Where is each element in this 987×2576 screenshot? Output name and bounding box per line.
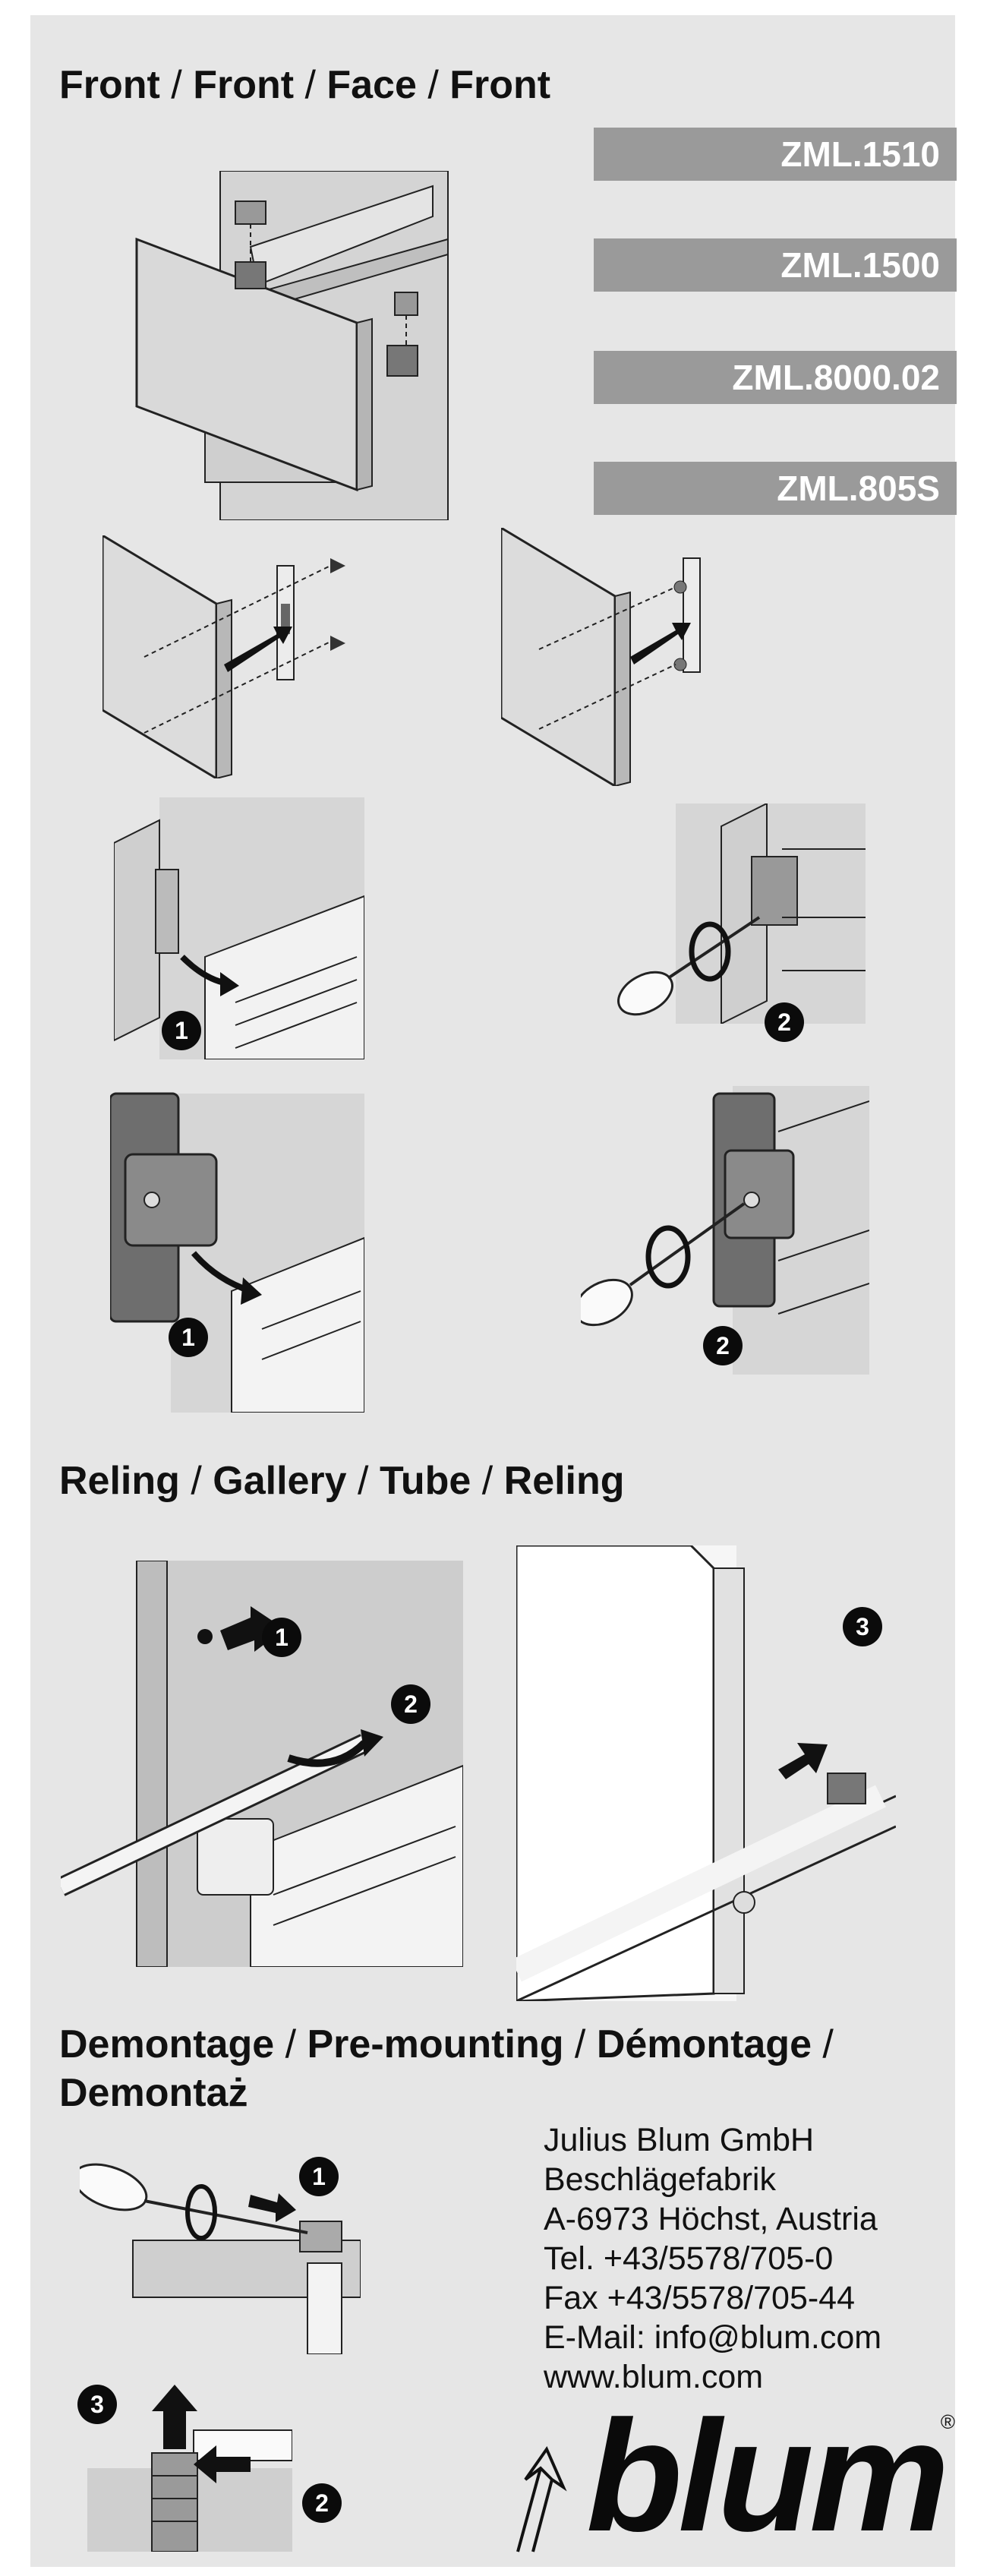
hook-in-detail-illustration (110, 1092, 364, 1413)
product-code-bar: ZML.1500 (594, 238, 957, 292)
drawer-front-overview-illustration (135, 171, 449, 520)
step-badge: 2 (302, 2483, 342, 2523)
step-badge: 2 (765, 1002, 804, 1042)
product-code-bar: ZML.8000.02 (594, 351, 957, 404)
front-bracket-pin-illustration (501, 528, 701, 786)
hook-in-illustration (114, 797, 364, 1059)
company-division: Beschlägefabrik (544, 2161, 776, 2198)
step-badge: 1 (162, 1011, 201, 1050)
registered-mark: ® (940, 2410, 955, 2433)
step-badge: 3 (843, 1607, 882, 1646)
demount-release-illustration (87, 2385, 292, 2552)
company-location: A-6973 Höchst, Austria (544, 2201, 878, 2237)
step-badge: 2 (703, 1326, 743, 1365)
company-phone: Tel. +43/5578/705-0 (544, 2240, 834, 2277)
company-address: Julius Blum GmbH Beschlägefabrik A-6973 … (544, 2120, 954, 2397)
company-name: Julius Blum GmbH (544, 2122, 815, 2158)
gallery-rail-insert-illustration (61, 1561, 463, 1967)
section-heading-reling: Reling / Gallery / Tube / Reling (59, 1459, 625, 1503)
gallery-rail-clip-illustration (516, 1545, 896, 2001)
adjust-screw-illustration (617, 803, 866, 1024)
product-code-bar: ZML.1510 (594, 128, 957, 181)
product-code-bar: ZML.805S (594, 462, 957, 515)
step-badge: 3 (77, 2385, 117, 2424)
demount-screwdriver-illustration (80, 2163, 361, 2354)
company-email: E-Mail: info@blum.com (544, 2319, 882, 2356)
step-badge: 1 (169, 1318, 208, 1357)
step-badge: 1 (262, 1618, 301, 1657)
company-website: www.blum.com (544, 2359, 764, 2395)
company-fax: Fax +43/5578/705-44 (544, 2280, 856, 2316)
adjust-screw-detail-illustration (581, 1086, 869, 1375)
section-heading-demontage: Demontage / Pre-mounting / Démontage / D… (59, 2022, 834, 2115)
front-bracket-screw-illustration (102, 535, 345, 778)
logo-wordmark: blum (586, 2388, 950, 2565)
blum-logo: blum ® (510, 2388, 958, 2565)
logo-arrow-icon (516, 2445, 567, 2552)
step-badge: 2 (391, 1684, 430, 1724)
section-heading-front: Front / Front / Face / Front (59, 63, 551, 107)
step-badge: 1 (299, 2157, 339, 2196)
